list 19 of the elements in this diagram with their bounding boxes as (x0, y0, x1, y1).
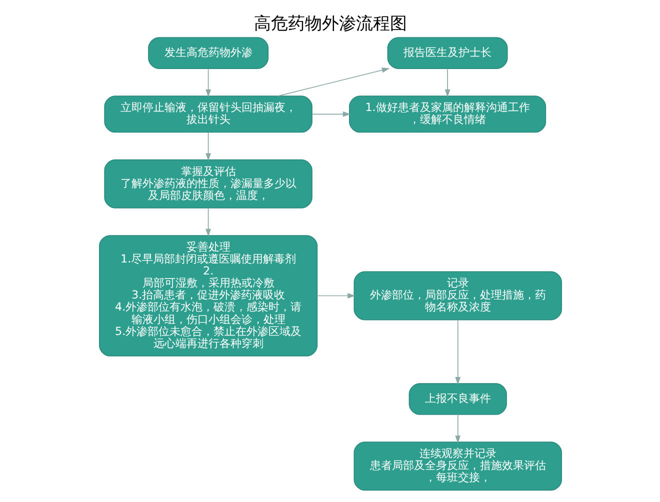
arrow (311, 111, 350, 117)
diagram-title: 高危药物外渗流程图 (254, 14, 406, 34)
node-box: 连续观察并记录 患者局部及全身反应，措施效果评估，每班交接， (353, 442, 562, 491)
node-box: 立即停止输液，保留针头回抽漏夜，拔出针头 (104, 96, 312, 133)
node-box: 妥善处理 1.尽早局部封闭或遵医嘱使用解毒剂 2. 局部可湿敷，采用热或冷敷 3.抬高患者，促进外渗药液吸收 4.外渗部位有水泡，破溃，感染时，请输液小组，伤口小组会诊，处理 5.外渗部位未愈合，禁止在外渗区域及远心端再进行各种穿刺 (98, 235, 318, 356)
arrow (454, 319, 460, 385)
arrow (276, 68, 390, 96)
node-box: 记录 外渗部位，局部反应，处理措施，药物名称及浓度 (353, 271, 562, 320)
arrow (205, 68, 211, 98)
arrow (205, 208, 211, 237)
arrow (444, 68, 450, 98)
node-box: 掌握及评估 了解外渗药液的性质，渗漏量多少以及局部皮肤颜色，温度， (104, 159, 312, 208)
node-box: 报告医生及护士长 (386, 37, 508, 69)
arrow (454, 414, 460, 444)
node-box: 发生高危药物外渗 (148, 37, 268, 69)
node-box: 1.做好患者及家属的解释沟通工作，缓解不良情绪 (348, 96, 546, 133)
node-box: 上报不良事件 (408, 383, 506, 415)
arrow (316, 293, 355, 298)
arrow (205, 132, 211, 161)
